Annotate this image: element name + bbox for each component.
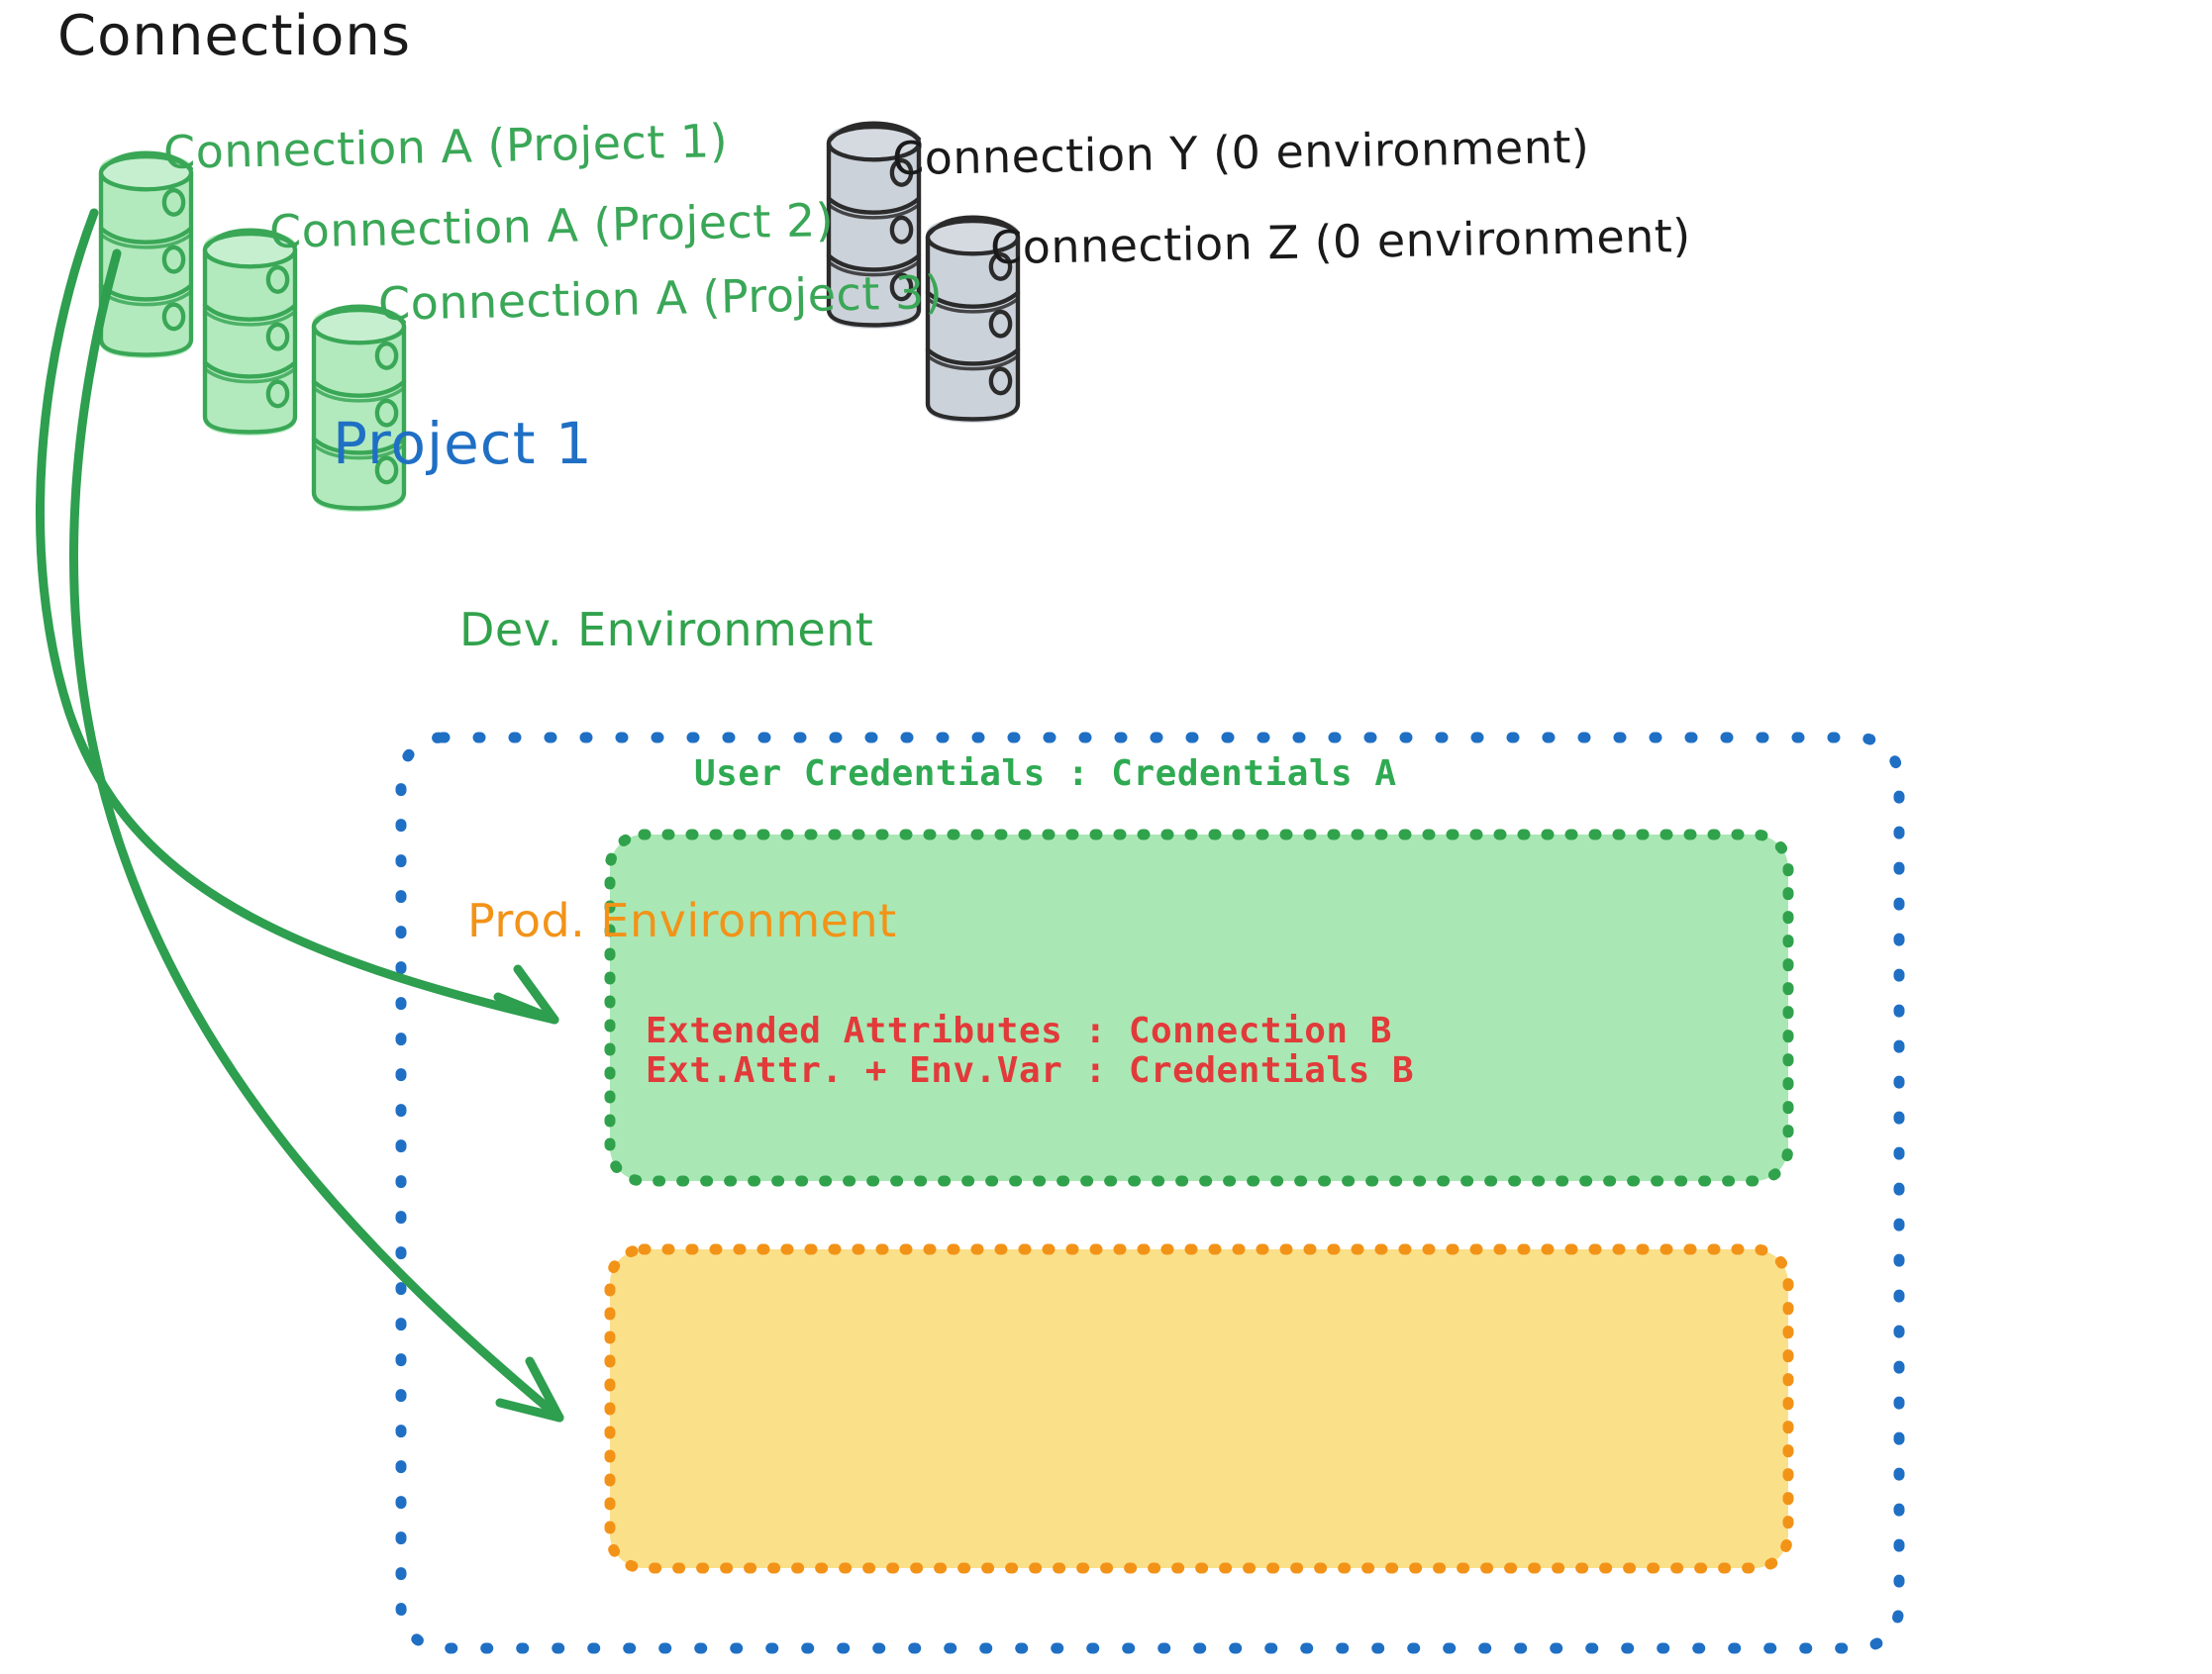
prod-environment-entry-ext-attr-env-var: Ext.Attr. + Env.Var : Credentials B [646, 1050, 1415, 1091]
dev-environment-title: Dev. Environment [459, 603, 874, 656]
connection-a2-label: Connection A (Project 2) [268, 193, 835, 258]
connection-a1-label: Connection A (Project 1) [162, 114, 729, 179]
project-1-title: Project 1 [333, 410, 593, 477]
connection-a1-icon [99, 153, 193, 358]
connection-z-label: Connection Z (0 environment) [989, 208, 1692, 275]
page-title: Connections [57, 4, 412, 68]
dev-environment-box [604, 829, 1794, 1187]
dev-environment-entry-user-credentials: User Credentials : Credentials A [694, 753, 1397, 794]
prod-environment-box [604, 1243, 1794, 1574]
prod-environment-entry-extended-attributes: Extended Attributes : Connection B [646, 1011, 1392, 1051]
prod-environment-title: Prod. Environment [467, 894, 897, 947]
connection-y-label: Connection Y (0 environment) [891, 119, 1590, 186]
connection-a3-label: Connection A (Project 3) [377, 265, 944, 331]
project-1-container [395, 732, 1905, 1654]
connection-a2-icon [203, 231, 297, 436]
